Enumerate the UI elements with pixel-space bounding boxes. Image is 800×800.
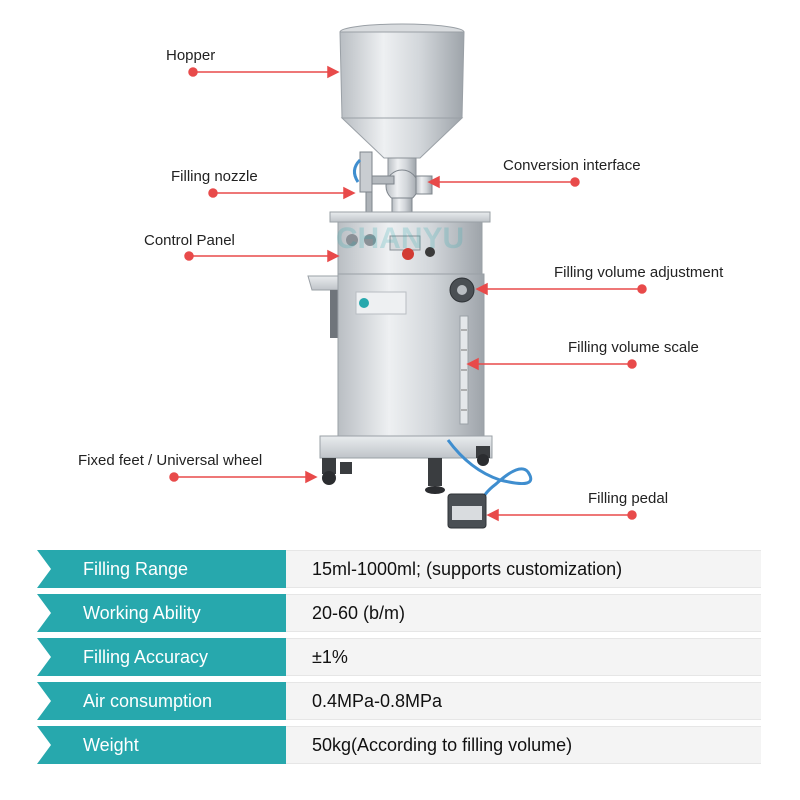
spec-table: Filling Range 15ml-1000ml; (supports cus… <box>37 550 761 770</box>
machine-body <box>337 273 485 437</box>
callout-lines <box>169 65 647 522</box>
spec-value: 20-60 (b/m) <box>286 594 761 632</box>
spec-value: ±1% <box>286 638 761 676</box>
spec-value: 50kg(According to filling volume) <box>286 726 761 764</box>
pedal-assembly <box>446 439 533 529</box>
spec-value: 0.4MPa-0.8MPa <box>286 682 761 720</box>
spec-value: 15ml-1000ml; (supports customization) <box>286 550 761 588</box>
spec-row-working-ability: Working Ability 20-60 (b/m) <box>37 594 761 632</box>
spec-key: Filling Range <box>37 550 286 588</box>
spec-row-filling-accuracy: Filling Accuracy ±1% <box>37 638 761 676</box>
callout-control-panel: Control Panel <box>144 232 235 249</box>
callout-filling-nozzle: Filling nozzle <box>171 168 258 185</box>
spec-key: Filling Accuracy <box>37 638 286 676</box>
callout-filling-pedal: Filling pedal <box>588 490 669 507</box>
callout-hopper: Hopper <box>166 47 216 64</box>
control-cabinet <box>329 211 491 275</box>
machine-illustration: CHANYU <box>169 23 647 529</box>
product-diagram: CHANYU <box>78 23 724 529</box>
spec-key: Weight <box>37 726 286 764</box>
watermark-text: CHANYU <box>336 222 464 255</box>
spec-key: Air consumption <box>37 682 286 720</box>
spec-row-weight: Weight 50kg(According to filling volume) <box>37 726 761 764</box>
spec-row-filling-range: Filling Range 15ml-1000ml; (supports cus… <box>37 550 761 588</box>
callout-conversion-interface: Conversion interface <box>503 157 641 174</box>
callout-filling-volume-adjustment: Filling volume adjustment <box>554 264 724 281</box>
spec-key: Working Ability <box>37 594 286 632</box>
callout-fixed-feet: Fixed feet / Universal wheel <box>78 452 263 469</box>
machine-base <box>319 435 493 494</box>
callout-filling-volume-scale: Filling volume scale <box>568 339 699 356</box>
spec-row-air-consumption: Air consumption 0.4MPa-0.8MPa <box>37 682 761 720</box>
hopper-part <box>339 23 465 177</box>
